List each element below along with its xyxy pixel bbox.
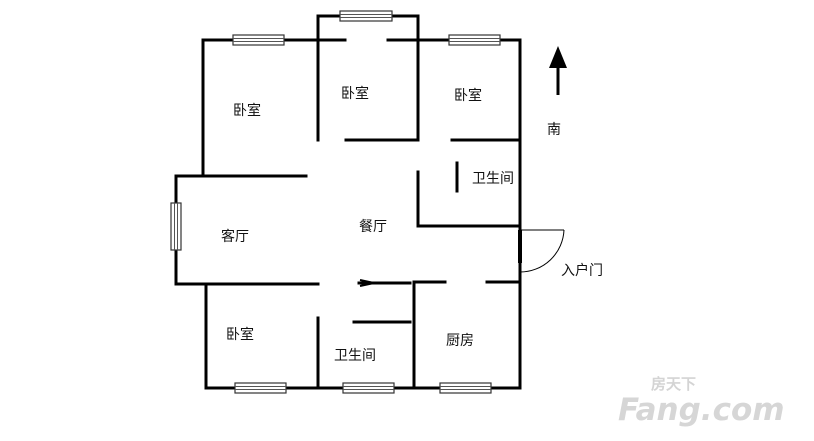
entrance-label: 入户门 — [561, 262, 603, 279]
window-bottom-left — [234, 382, 287, 394]
entrance-door — [518, 229, 565, 273]
direction-arrow-icon — [549, 46, 567, 95]
room-label-dining-room: 餐厅 — [359, 219, 387, 235]
room-label-bedroom-top-left: 卧室 — [233, 102, 261, 119]
room-label-bedroom-bottom-left: 卧室 — [226, 326, 254, 343]
window-top-middle — [339, 10, 393, 22]
door-marker-icon — [359, 279, 375, 287]
window-kitchen — [439, 382, 492, 394]
watermark-brand: 房天下 — [651, 375, 696, 393]
window-bottom-middle — [342, 382, 395, 394]
watermark-logo: 房天下 Fang.com — [618, 375, 785, 428]
window-top-left — [232, 34, 285, 46]
room-label-kitchen: 厨房 — [446, 333, 474, 349]
walls — [174, 14, 522, 390]
room-label-bathroom-upper: 卫生间 — [472, 171, 514, 187]
room-label-living-room: 客厅 — [221, 228, 249, 245]
window-living-room — [170, 202, 182, 251]
room-label-bedroom-top-middle: 卧室 — [341, 85, 369, 102]
room-label-bathroom-lower: 卫生间 — [334, 348, 376, 364]
direction-label-south: 南 — [547, 122, 561, 138]
watermark-domain: Fang.com — [618, 392, 785, 428]
window-top-right — [448, 34, 501, 46]
room-label-bedroom-top-right: 卧室 — [454, 87, 482, 104]
